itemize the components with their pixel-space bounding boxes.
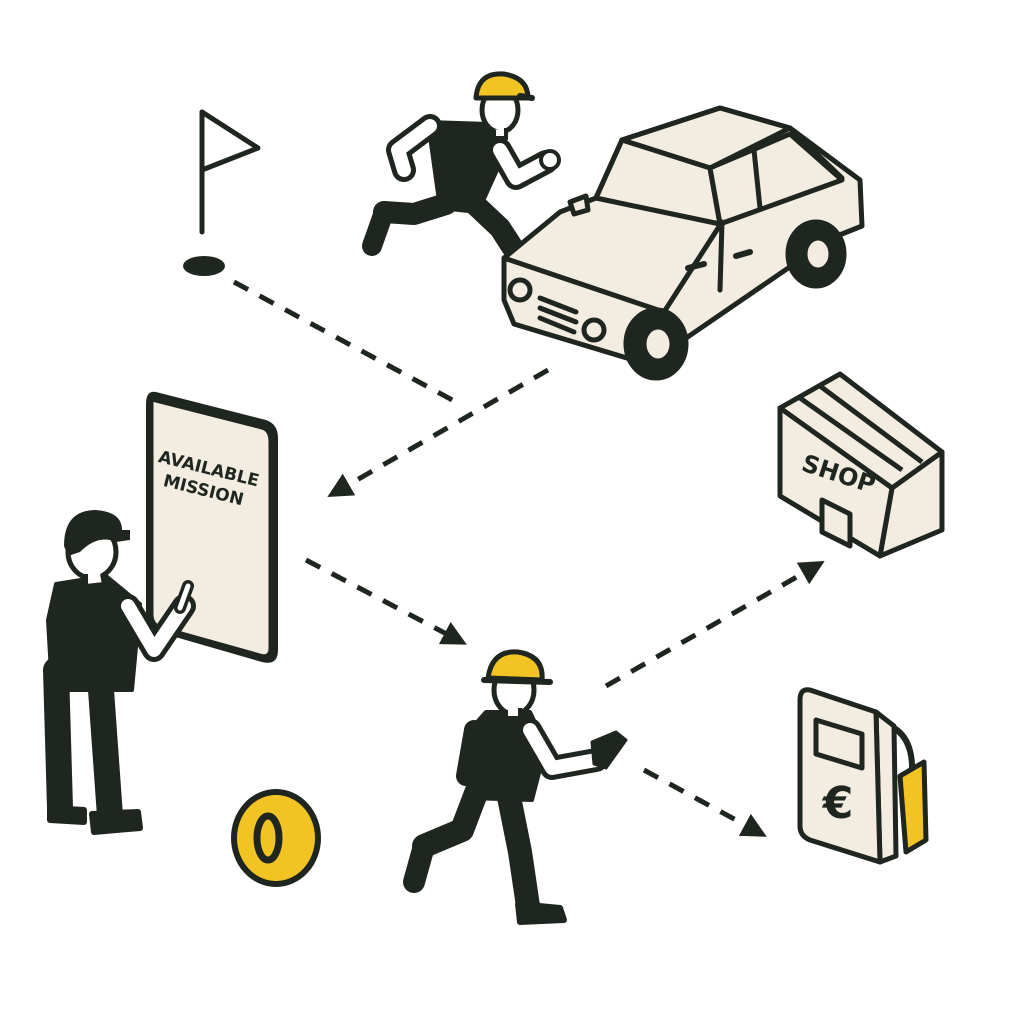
arrow-phone-to-courier <box>304 557 467 645</box>
coin-icon <box>231 789 321 887</box>
path-flag-to-junction <box>232 279 458 405</box>
euro-icon: € <box>822 778 854 829</box>
smartphone-icon <box>590 730 628 770</box>
car-icon <box>501 105 865 381</box>
courier-figure <box>403 649 628 925</box>
arrow-courier-to-fuel <box>642 767 767 837</box>
hard-hat-icon <box>473 71 535 101</box>
shop-building-icon: SHOP <box>777 371 945 559</box>
arrow-car-to-phone <box>327 367 550 497</box>
flow-arrows <box>232 279 825 837</box>
hard-hat-icon <box>481 649 553 685</box>
running-worker-figure <box>362 71 561 273</box>
arrow-courier-to-shop <box>604 561 825 689</box>
cap-icon <box>64 510 130 556</box>
dispatcher-figure <box>43 510 196 835</box>
flag-icon <box>183 109 261 276</box>
fuel-pump-icon: € <box>797 687 929 865</box>
